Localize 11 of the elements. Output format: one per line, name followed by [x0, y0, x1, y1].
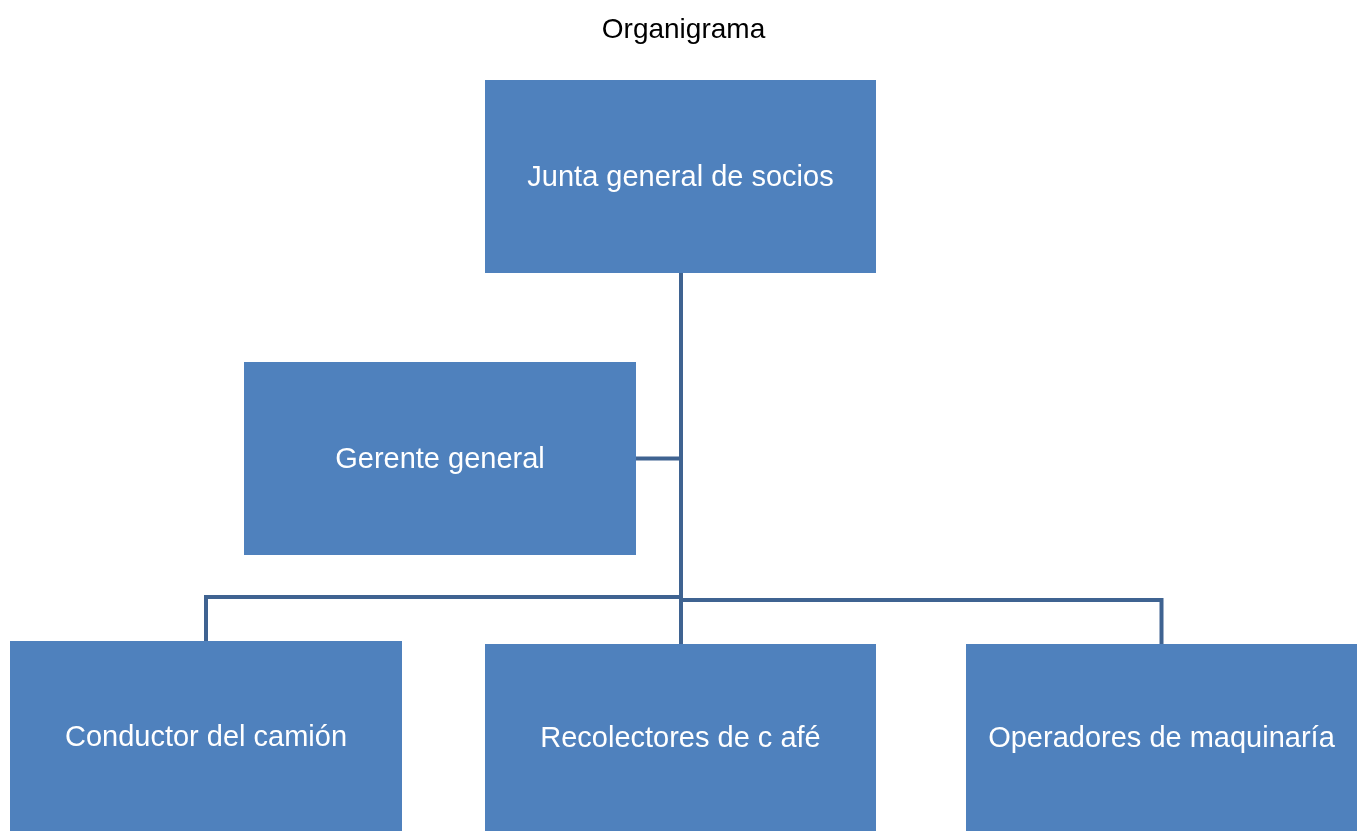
org-box	[10, 641, 402, 831]
box-label: Recolectores de c afé	[540, 720, 821, 756]
diagram-title: Organigrama	[601, 12, 766, 46]
box-label: Gerente general	[335, 441, 545, 477]
box-label: Operadores de maquinaría	[988, 720, 1335, 756]
box-label: Conductor del camión	[64, 718, 348, 754]
box-label: Junta general de socios	[527, 159, 834, 195]
org-box	[244, 362, 636, 555]
org-box	[485, 80, 876, 273]
org-box	[966, 644, 1357, 831]
org-box	[485, 644, 876, 831]
